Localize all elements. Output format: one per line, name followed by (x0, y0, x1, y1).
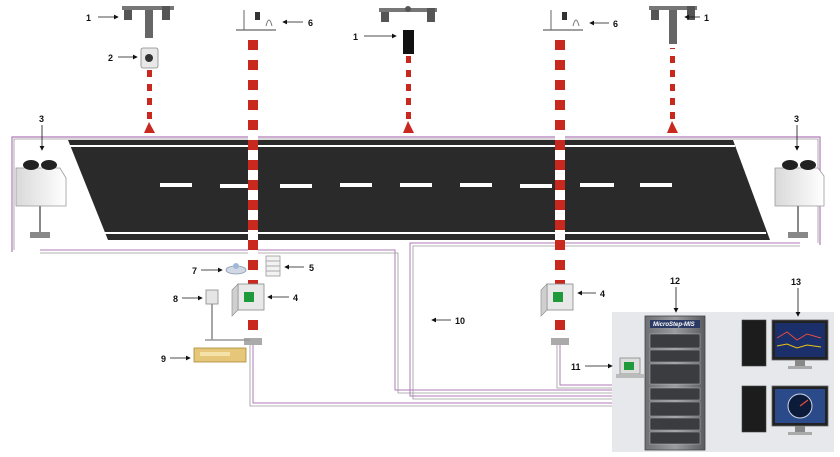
workstation-13-bottom (741, 385, 829, 435)
label-4-right: 4 (600, 289, 605, 299)
pressure-sensor-9 (193, 347, 247, 363)
weather-mast-right (543, 10, 583, 345)
runway (68, 140, 770, 240)
label-7: 7 (192, 266, 197, 276)
label-1-left: 1 (86, 13, 91, 23)
wind-sensor-right (649, 6, 697, 133)
label-6-left: 6 (308, 18, 313, 28)
data-logger-4-left (231, 283, 265, 317)
callout-labels: 1 2 1 1 6 6 3 3 5 7 8 4 4 9 10 11 12 13 (39, 13, 801, 372)
server-rack-12: MicroStep-MIS (644, 315, 706, 451)
rain-gauge-8 (205, 289, 219, 340)
rack-units (649, 333, 701, 445)
callout-arrows (39, 14, 801, 369)
ceilometer-right (774, 160, 825, 238)
cable-station-right (559, 345, 620, 386)
cable-right-sensor (409, 242, 800, 397)
weather-mast-left (236, 10, 276, 345)
label-8: 8 (173, 294, 178, 304)
server-brand-label: MicroStep-MIS (653, 322, 695, 328)
wind-sensor-left (122, 6, 174, 133)
label-6-right: 6 (613, 19, 618, 29)
label-4-left: 4 (293, 293, 298, 303)
label-5: 5 (309, 263, 314, 273)
label-11: 11 (571, 362, 581, 372)
workstation-13-top (741, 319, 829, 369)
ceilometer-left (15, 160, 67, 238)
runway-centerline (160, 183, 672, 188)
radiation-shield-5 (265, 255, 281, 277)
wind-sensor-center (379, 6, 437, 133)
label-3-right: 3 (794, 114, 799, 124)
cable-left-sensor (40, 249, 620, 391)
cable-station-right-gray (556, 345, 620, 389)
label-3-left: 3 (39, 114, 44, 124)
label-13: 13 (791, 277, 801, 287)
cable-right-sensor-gray (412, 245, 800, 400)
cable-station-left-gray (249, 345, 620, 407)
label-9: 9 (161, 354, 166, 364)
pyranometer-7 (225, 263, 247, 275)
label-1-center: 1 (353, 32, 358, 42)
label-1-right: 1 (704, 13, 709, 23)
network-switch-11 (616, 357, 644, 378)
data-logger-4-right (540, 283, 574, 317)
visibility-sensor-2 (140, 47, 159, 69)
cable-station-left (252, 345, 620, 404)
cable-left-sensor-gray (40, 252, 620, 394)
label-2: 2 (108, 53, 113, 63)
label-12: 12 (670, 276, 680, 286)
label-10: 10 (455, 316, 465, 326)
runway-surface (68, 140, 770, 240)
